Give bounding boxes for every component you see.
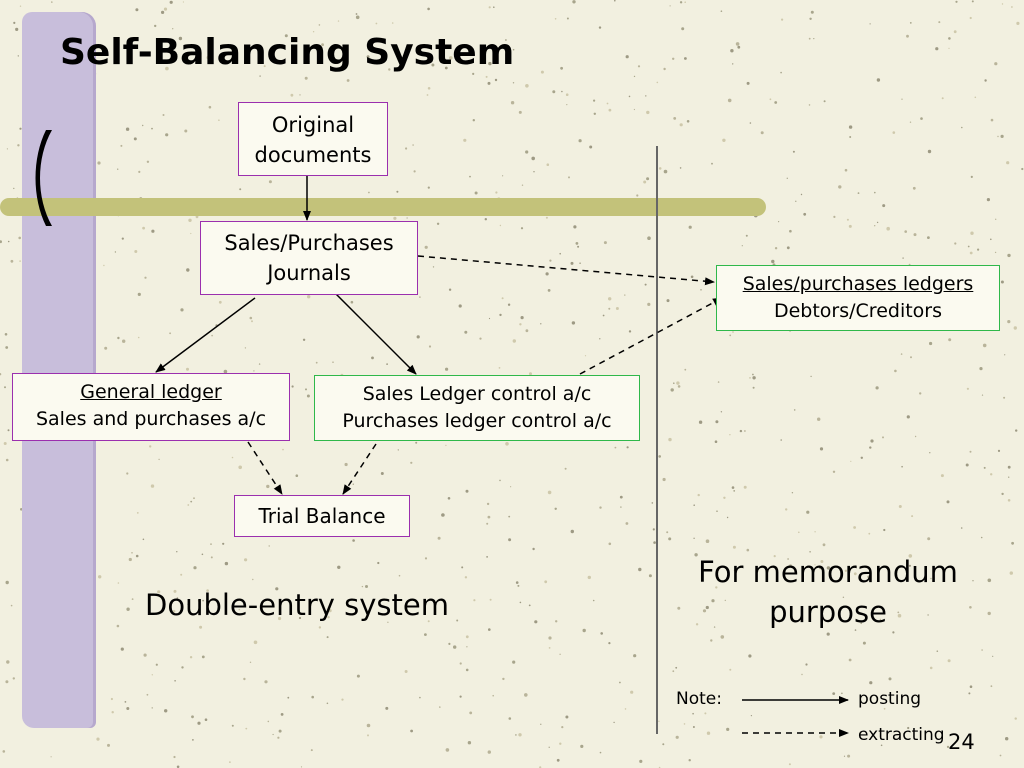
- original-documents-line-1: Original: [271, 113, 355, 137]
- original-documents-line-2: documents: [254, 143, 372, 167]
- decorative-bracket-icon: [35, 130, 52, 226]
- control-accounts-box: Sales Ledger control a/c Purchases ledge…: [314, 375, 640, 441]
- decorative-horizontal-bar: [0, 198, 766, 216]
- memorandum-line-2: purpose: [769, 595, 887, 629]
- original-documents-box: Original documents: [238, 102, 388, 176]
- subsidiary-ledgers-subtitle: Debtors/Creditors: [773, 300, 943, 322]
- slide-title: Self-Balancing System: [60, 32, 515, 73]
- purchases-ledger-control-label: Purchases ledger control a/c: [342, 410, 612, 432]
- decorative-vertical-bar: [22, 12, 96, 728]
- legend-note-label: Note:: [676, 689, 722, 709]
- memorandum-line-1: For memorandum: [698, 555, 958, 589]
- trial-balance-box: Trial Balance: [234, 495, 410, 537]
- legend-extracting-label: extracting: [858, 725, 945, 745]
- subsidiary-ledgers-box: Sales/purchases ledgers Debtors/Creditor…: [716, 265, 1000, 331]
- journals-box: Sales/Purchases Journals: [200, 221, 418, 295]
- general-ledger-heading: General ledger: [80, 381, 222, 403]
- sales-ledger-control-label: Sales Ledger control a/c: [362, 383, 592, 405]
- journals-line-2: Journals: [267, 261, 351, 285]
- double-entry-label: Double-entry system: [145, 588, 449, 622]
- legend-posting-label: posting: [858, 689, 922, 709]
- memorandum-label: For memorandum purpose: [680, 552, 976, 632]
- page-number: 24: [948, 730, 975, 754]
- trial-balance-label: Trial Balance: [258, 504, 386, 528]
- vertical-divider: [656, 146, 658, 734]
- general-ledger-box: General ledger Sales and purchases a/c: [12, 373, 290, 441]
- subsidiary-ledgers-heading: Sales/purchases ledgers: [742, 273, 974, 295]
- journals-line-1: Sales/Purchases: [224, 231, 394, 255]
- general-ledger-subtitle: Sales and purchases a/c: [35, 408, 267, 430]
